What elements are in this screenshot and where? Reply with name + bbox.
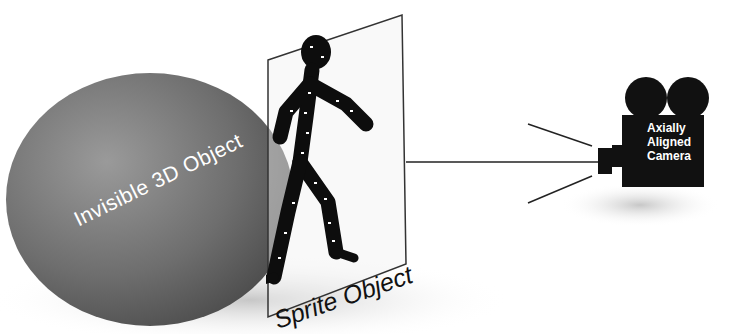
sprite-plane: Sprite Object <box>266 12 408 320</box>
camera-mount <box>612 145 626 167</box>
ground-shadow <box>560 183 720 227</box>
camera-body <box>622 115 704 187</box>
view-ray <box>528 176 592 203</box>
pixel-texture <box>278 46 353 259</box>
invisible-sphere-outline <box>5 72 295 327</box>
film-reel <box>625 77 667 119</box>
film-reel <box>667 77 709 119</box>
sphere-shape <box>6 73 294 326</box>
invisible-sphere: Invisible 3D Object <box>5 72 295 327</box>
view-ray <box>528 124 592 146</box>
camera-label: Axially Aligned Camera <box>643 118 701 178</box>
camera-label-text: Axially Aligned Camera <box>643 118 701 167</box>
camera-lens <box>598 148 612 174</box>
sprite-figure <box>266 35 366 280</box>
